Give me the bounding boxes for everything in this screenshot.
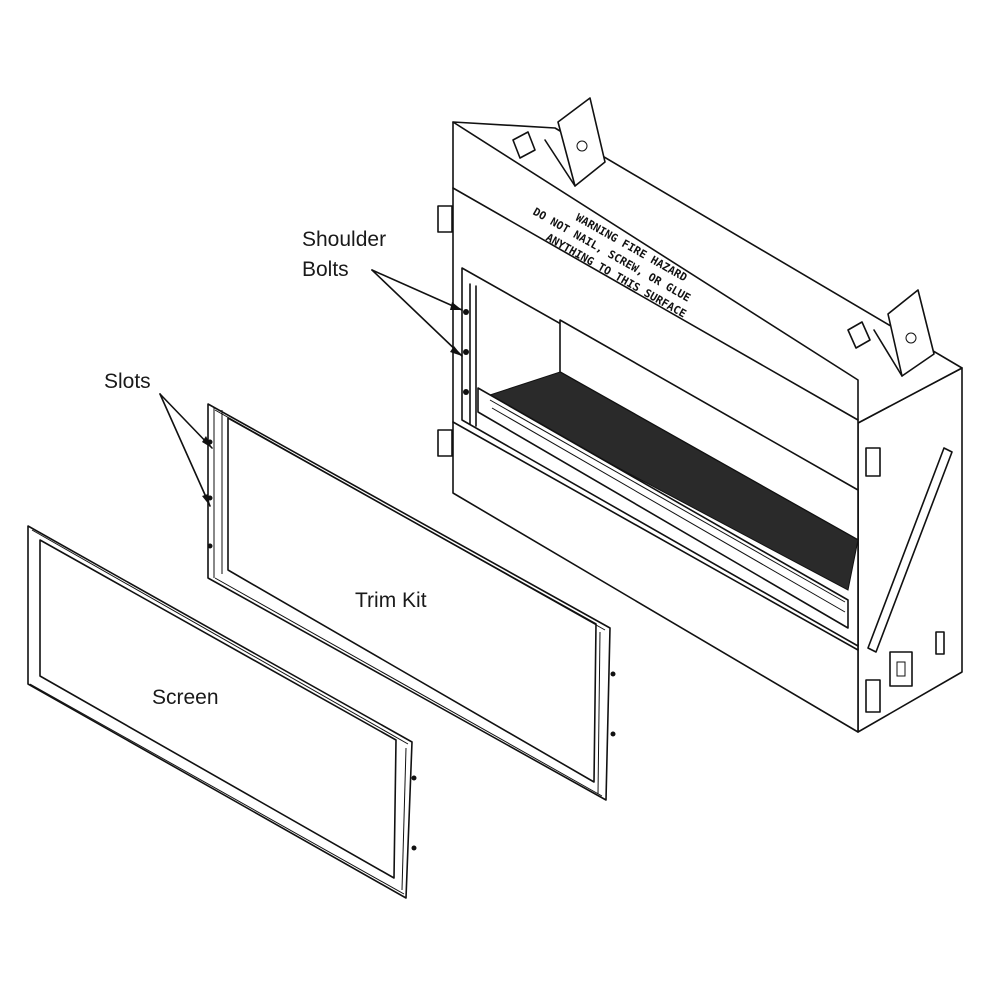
right-bracket-mid xyxy=(865,447,881,477)
trim-kit-label: Trim Kit xyxy=(355,589,427,612)
right-bracket-bottom xyxy=(865,679,881,713)
shoulder-bolts-leaders xyxy=(371,269,463,357)
left-bracket-top xyxy=(437,205,453,233)
shoulder-bolts-label-line2: Bolts xyxy=(302,258,349,281)
top-standoff-left xyxy=(557,97,606,187)
side-strap xyxy=(867,447,953,653)
trim-kit xyxy=(207,403,616,801)
left-bracket-bottom xyxy=(437,429,453,457)
fireplace-unit: WARNING FIRE HAZARD DO NOT NAIL, SCREW, … xyxy=(437,97,963,733)
slots-label: Slots xyxy=(104,370,151,393)
junction-box xyxy=(889,651,913,687)
slots-leaders xyxy=(159,393,213,507)
screen-label: Screen xyxy=(152,686,219,709)
shoulder-bolts-label-line1: Shoulder xyxy=(302,228,387,251)
screen xyxy=(27,525,417,899)
